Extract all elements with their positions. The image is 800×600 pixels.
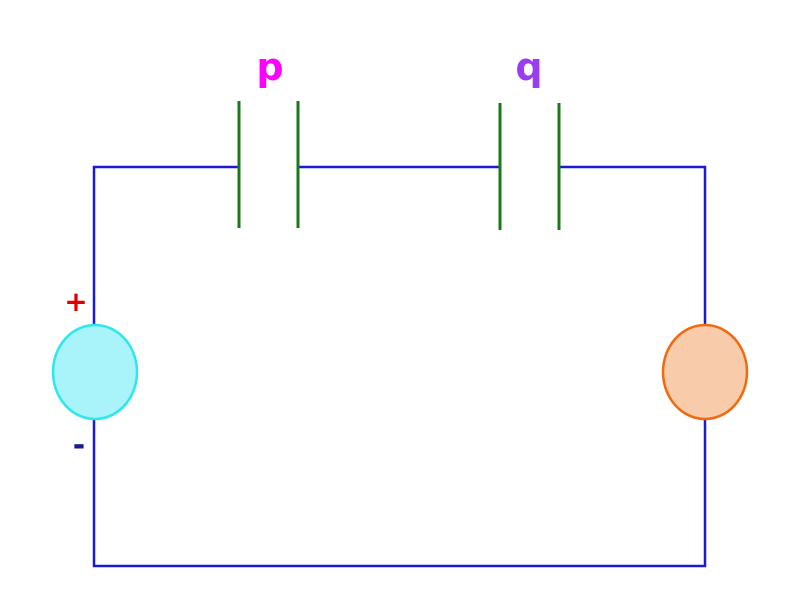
capacitor-q	[498, 103, 561, 230]
capacitor-p	[237, 101, 300, 228]
battery-minus-sign: -	[73, 428, 85, 463]
source-right	[661, 323, 749, 421]
wire-left-top	[92, 165, 239, 324]
wire-bottom	[92, 420, 707, 568]
capacitor-p-label: p	[256, 45, 283, 89]
capacitor-q-label: q	[515, 45, 542, 89]
source-left	[51, 323, 139, 421]
wire-right-top	[559, 165, 707, 324]
battery-plus-sign: +	[64, 285, 87, 318]
wires	[92, 165, 707, 568]
